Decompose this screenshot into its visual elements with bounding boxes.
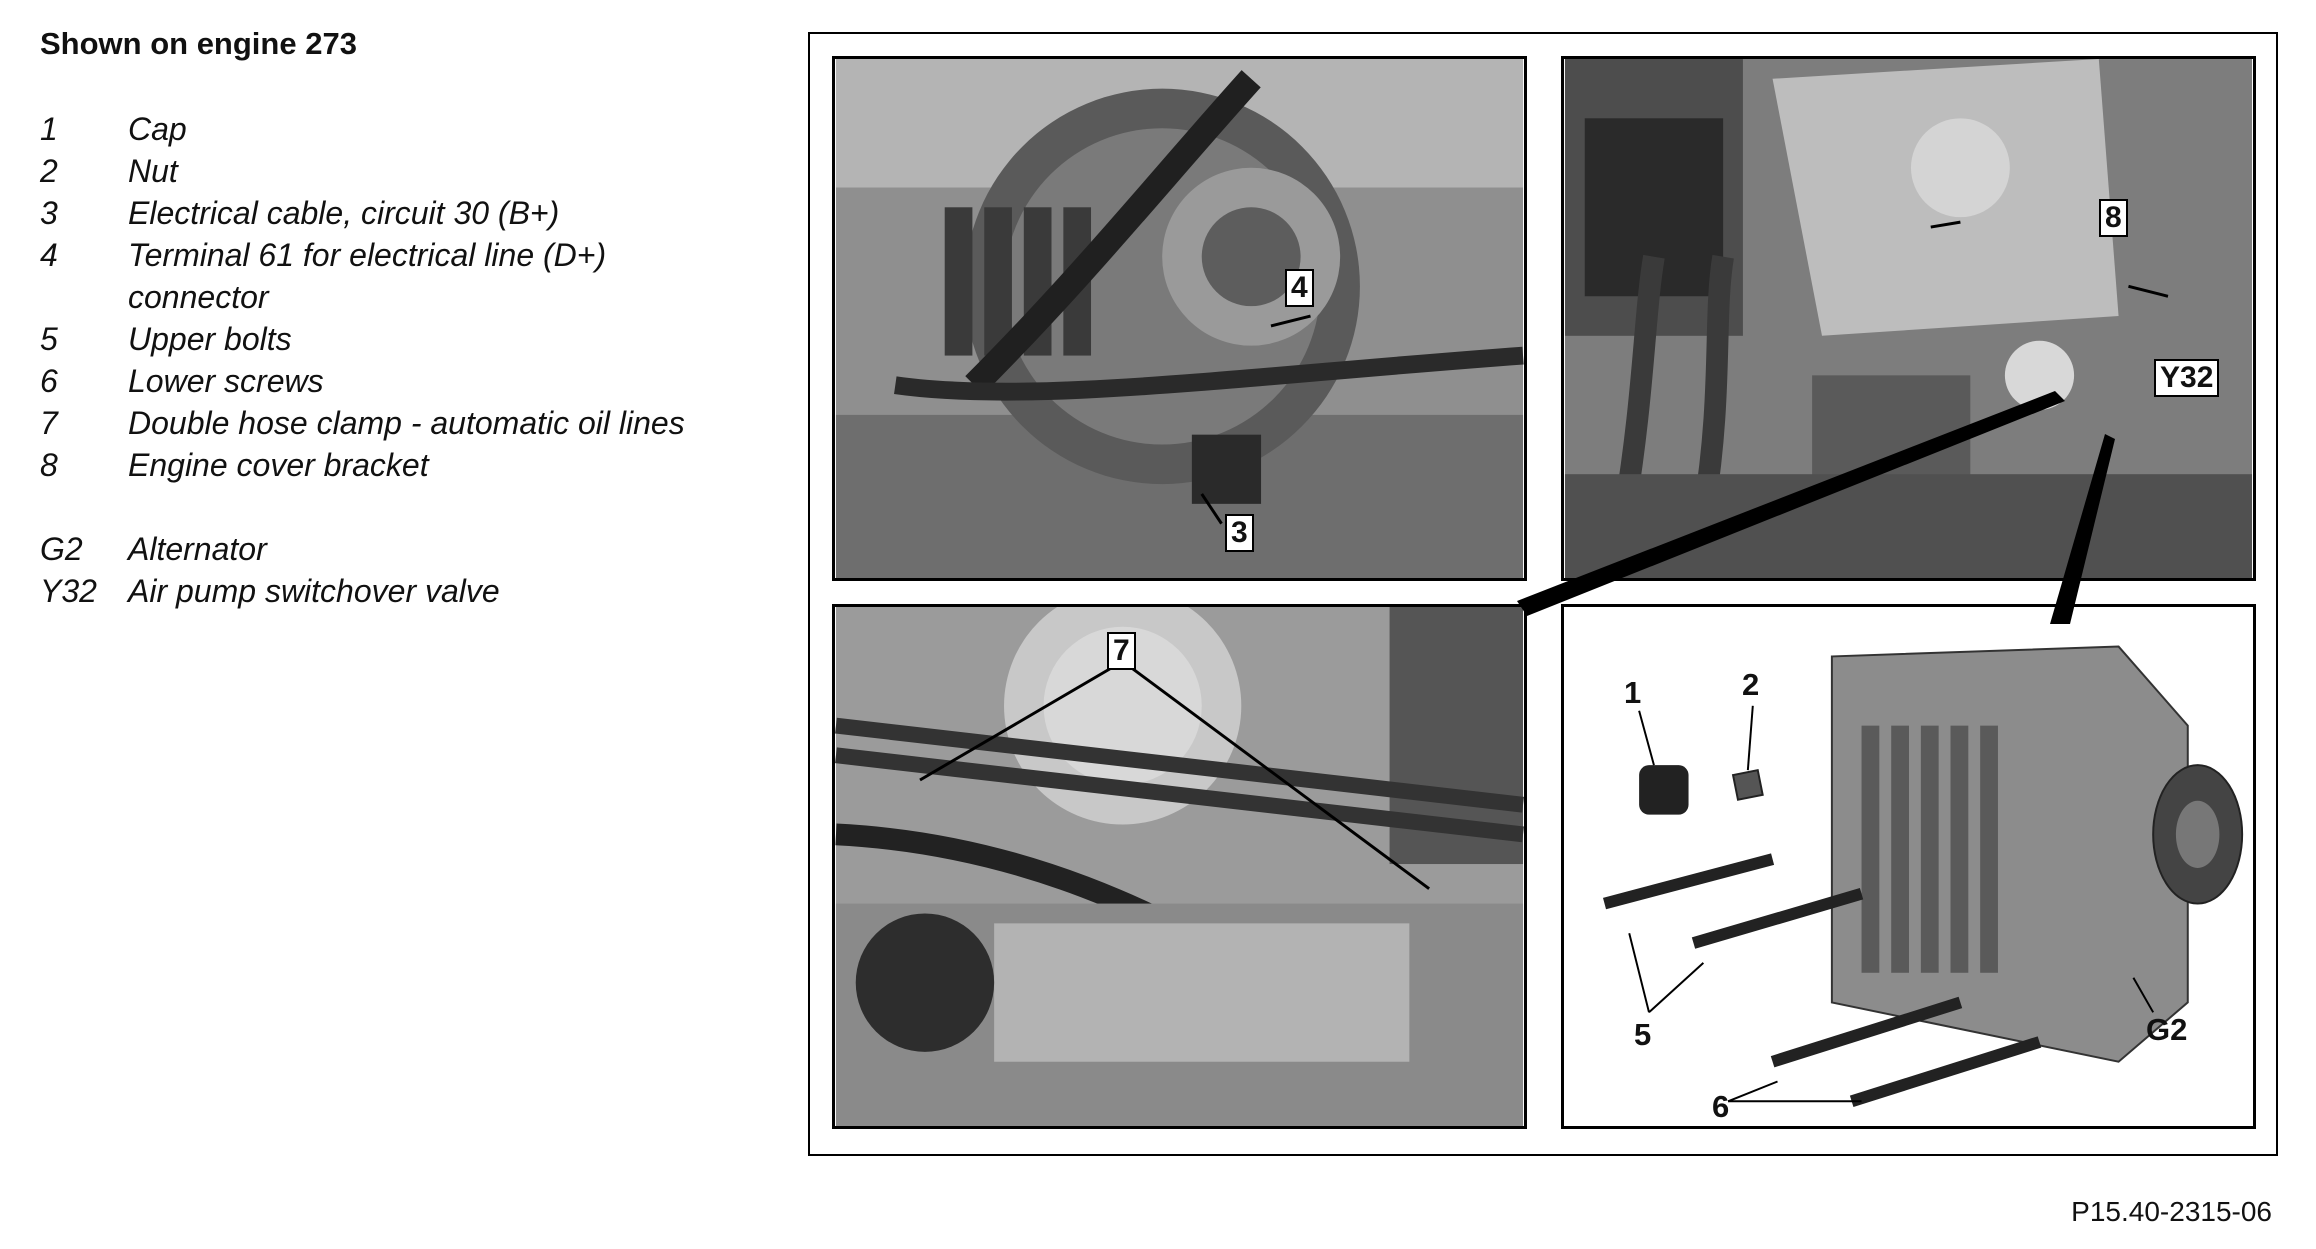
legend-text: Electrical cable, circuit 30 (B+) [128,195,560,231]
photo-oil-lines-illustration [835,607,1524,1126]
figure-code: P15.40-2315-06 [2071,1196,2272,1227]
legend-item: 7 Double hose clamp - automatic oil lines [40,402,808,444]
legend-number: 7 [40,405,58,441]
callout-2: 2 [1742,667,1760,702]
legend-item: 6 Lower screws [40,360,808,402]
legend-item: 2 Nut [40,150,808,192]
callout-y32: Y32 [2154,359,2220,397]
legend-number: 6 [40,363,58,399]
legend-text: Air pump switchover valve [128,573,500,609]
legend-item: 5 Upper bolts [40,318,808,360]
legend-item: 3 Electrical cable, circuit 30 (B+) [40,192,808,234]
legend-number: 3 [40,195,58,231]
legend-number: 5 [40,321,58,357]
legend-text: Double hose clamp - automatic oil lines [128,405,685,441]
legend-item: 1 Cap [40,108,808,150]
page-title: Shown on engine 273 [40,26,357,61]
callout-g2: G2 [2146,1012,2188,1047]
callout-3: 3 [1225,514,1254,552]
legend-spacer [40,486,808,528]
callout-4: 4 [1285,269,1314,307]
drawing-alternator-exploded-illustration [1564,607,2253,1126]
callout-6: 6 [1712,1089,1730,1124]
legend: 1 Cap 2 Nut 3 Electrical cable, circuit 30 … [40,108,808,612]
drawing-alternator-exploded: 1 2 5 6 G2 [1561,604,2256,1129]
legend-item: G2 Alternator [40,528,808,570]
figure-frame: 4 3 8 Y32 [808,32,2278,1156]
legend-item: Y32 Air pump switchover valve [40,570,808,612]
legend-text: Alternator [128,531,267,567]
callout-5: 5 [1634,1017,1652,1052]
callout-1: 1 [1624,675,1642,710]
legend-number: 4 [40,237,58,273]
photo-engine-compartment-illustration [1564,59,2253,578]
legend-text: Lower screws [128,363,324,399]
photo-alternator-installed: 4 3 [832,56,1527,581]
legend-item: 4 Terminal 61 for electrical line (D+) co… [40,234,808,318]
photo-alternator-installed-illustration [835,59,1524,578]
photo-engine-compartment: 8 Y32 [1561,56,2256,581]
legend-number: 2 [40,153,58,189]
legend-text: Engine cover bracket [128,447,429,483]
legend-number: G2 [40,531,83,567]
legend-text: Cap [128,111,187,147]
legend-number: 8 [40,447,58,483]
legend-number: Y32 [40,573,97,609]
legend-text: Terminal 61 for electrical line (D+) con… [128,237,607,315]
legend-text: Upper bolts [128,321,292,357]
callout-7: 7 [1107,632,1136,670]
legend-text: Nut [128,153,178,189]
photo-oil-lines: 7 [832,604,1527,1129]
legend-item: 8 Engine cover bracket [40,444,808,486]
callout-8: 8 [2099,199,2128,237]
legend-number: 1 [40,111,58,147]
